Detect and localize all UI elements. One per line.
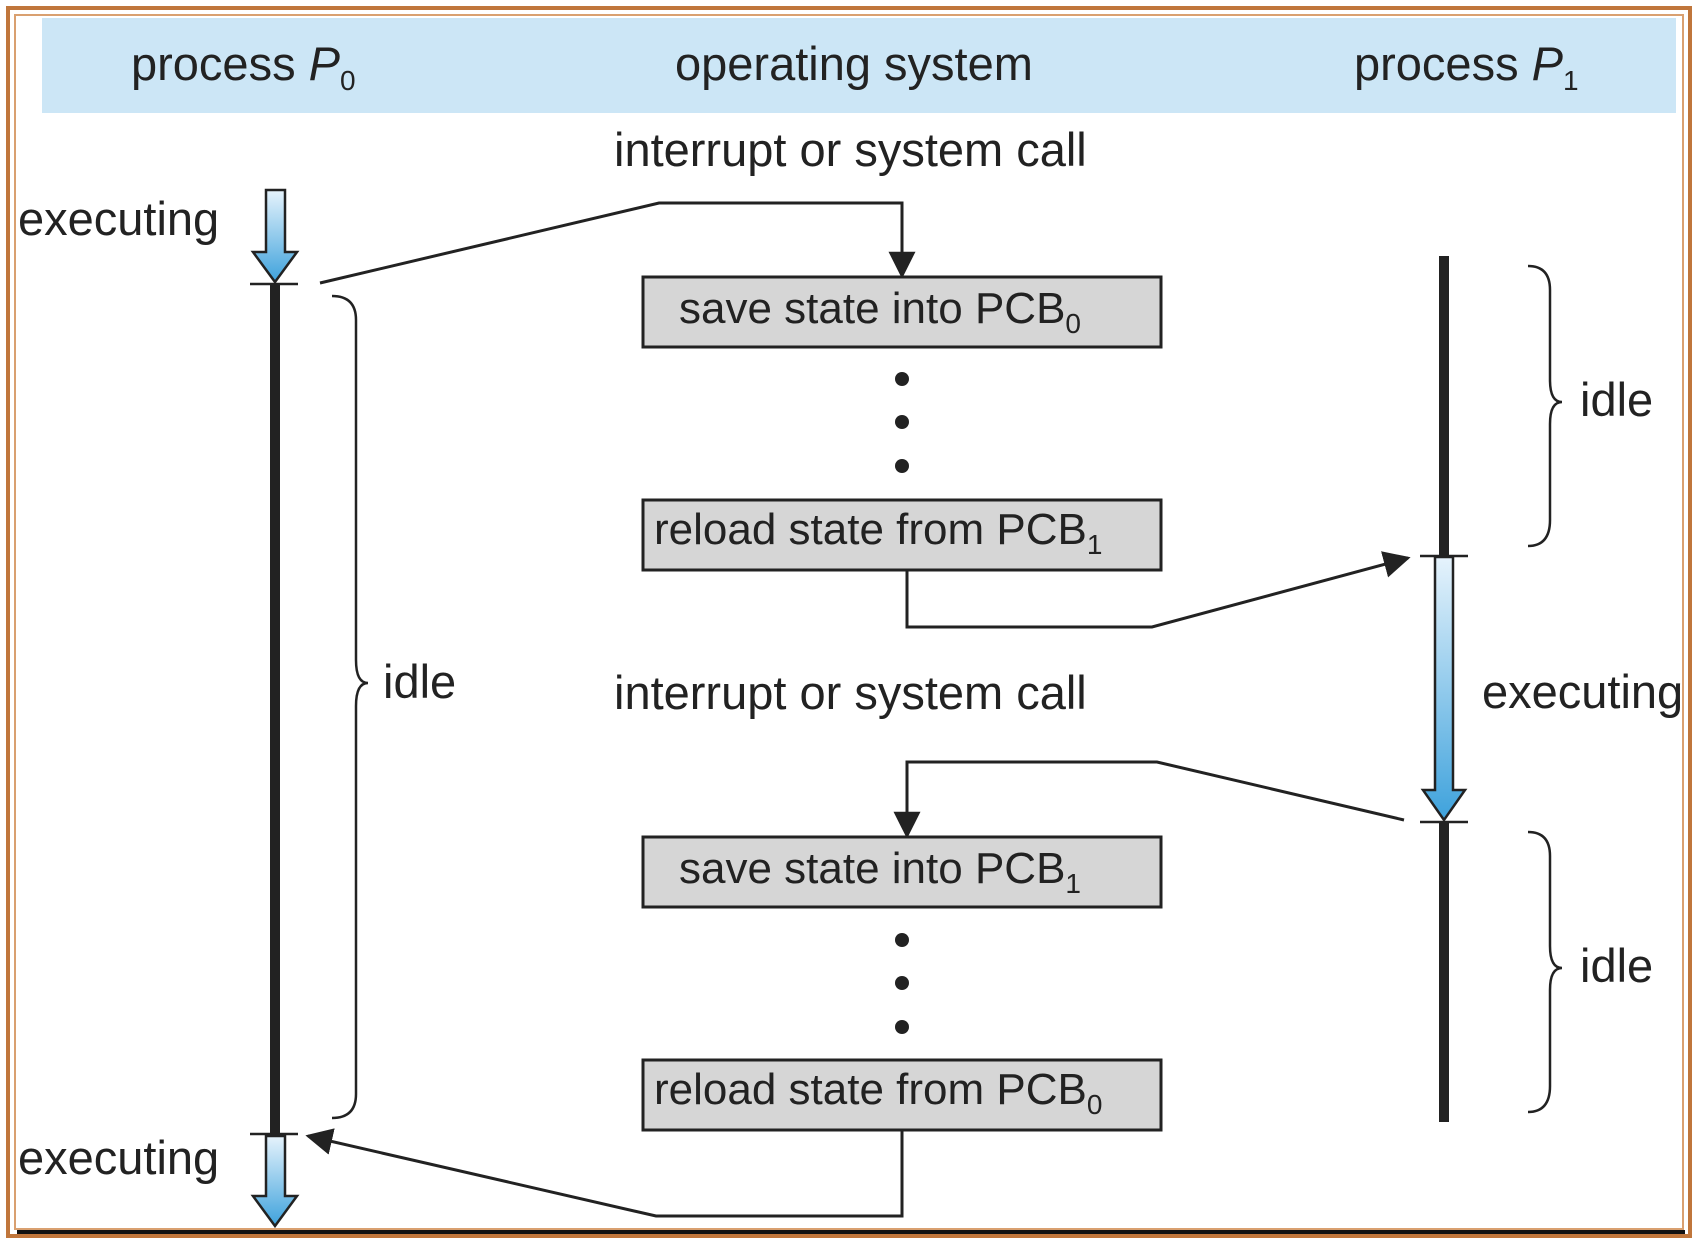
p0-executing-top-arrow	[250, 188, 300, 285]
p1-idle-top-label: idle	[1580, 373, 1653, 426]
interrupt-label-1: interrupt or system call	[614, 123, 1087, 176]
arrow-reload-pcb0-to-p0	[305, 1128, 904, 1218]
header-band	[42, 18, 1676, 113]
p0-idle-brace	[331, 294, 369, 1120]
p1-idle-brace-top	[1527, 264, 1563, 548]
p0-executing-top-label: executing	[18, 192, 219, 245]
svg-text:reload state from PCB0: reload state from PCB0	[654, 1065, 1102, 1120]
interrupt-label-2: interrupt or system call	[614, 666, 1087, 719]
p0-executing-bottom-arrow	[250, 1134, 300, 1229]
box-reload-pcb0: reload state from PCB0	[641, 1058, 1163, 1132]
inner-frame	[14, 14, 1684, 1230]
p1-idle-brace-bottom	[1527, 830, 1563, 1114]
header-process-p0: process P0	[131, 37, 356, 96]
svg-text:save state into PCB0: save state into PCB0	[679, 284, 1081, 339]
p0-executing-bottom-label: executing	[18, 1131, 219, 1184]
ellipsis-dots-lower	[895, 933, 909, 1034]
arrow-p0-to-save-pcb0	[319, 201, 916, 285]
outer-frame	[6, 6, 1692, 1238]
p1-executing-arrow	[1420, 555, 1468, 823]
p1-idle-bottom-label: idle	[1580, 939, 1653, 992]
header-operating-system: operating system	[675, 37, 1033, 90]
arrow-p1-to-save-pcb1	[893, 760, 1405, 839]
p0-idle-label: idle	[383, 655, 456, 708]
box-save-pcb1: save state into PCB1	[641, 835, 1163, 909]
p1-executing-label: executing	[1482, 665, 1683, 718]
arrow-reload-pcb1-to-p1	[905, 551, 1411, 629]
svg-text:reload state from PCB1: reload state from PCB1	[654, 505, 1102, 560]
box-save-pcb0: save state into PCB0	[641, 275, 1163, 349]
ellipsis-dots-upper	[895, 372, 909, 473]
header-process-p1: process P1	[1354, 37, 1579, 96]
box-reload-pcb1: reload state from PCB1	[641, 498, 1163, 572]
svg-text:save state into PCB1: save state into PCB1	[679, 844, 1081, 899]
